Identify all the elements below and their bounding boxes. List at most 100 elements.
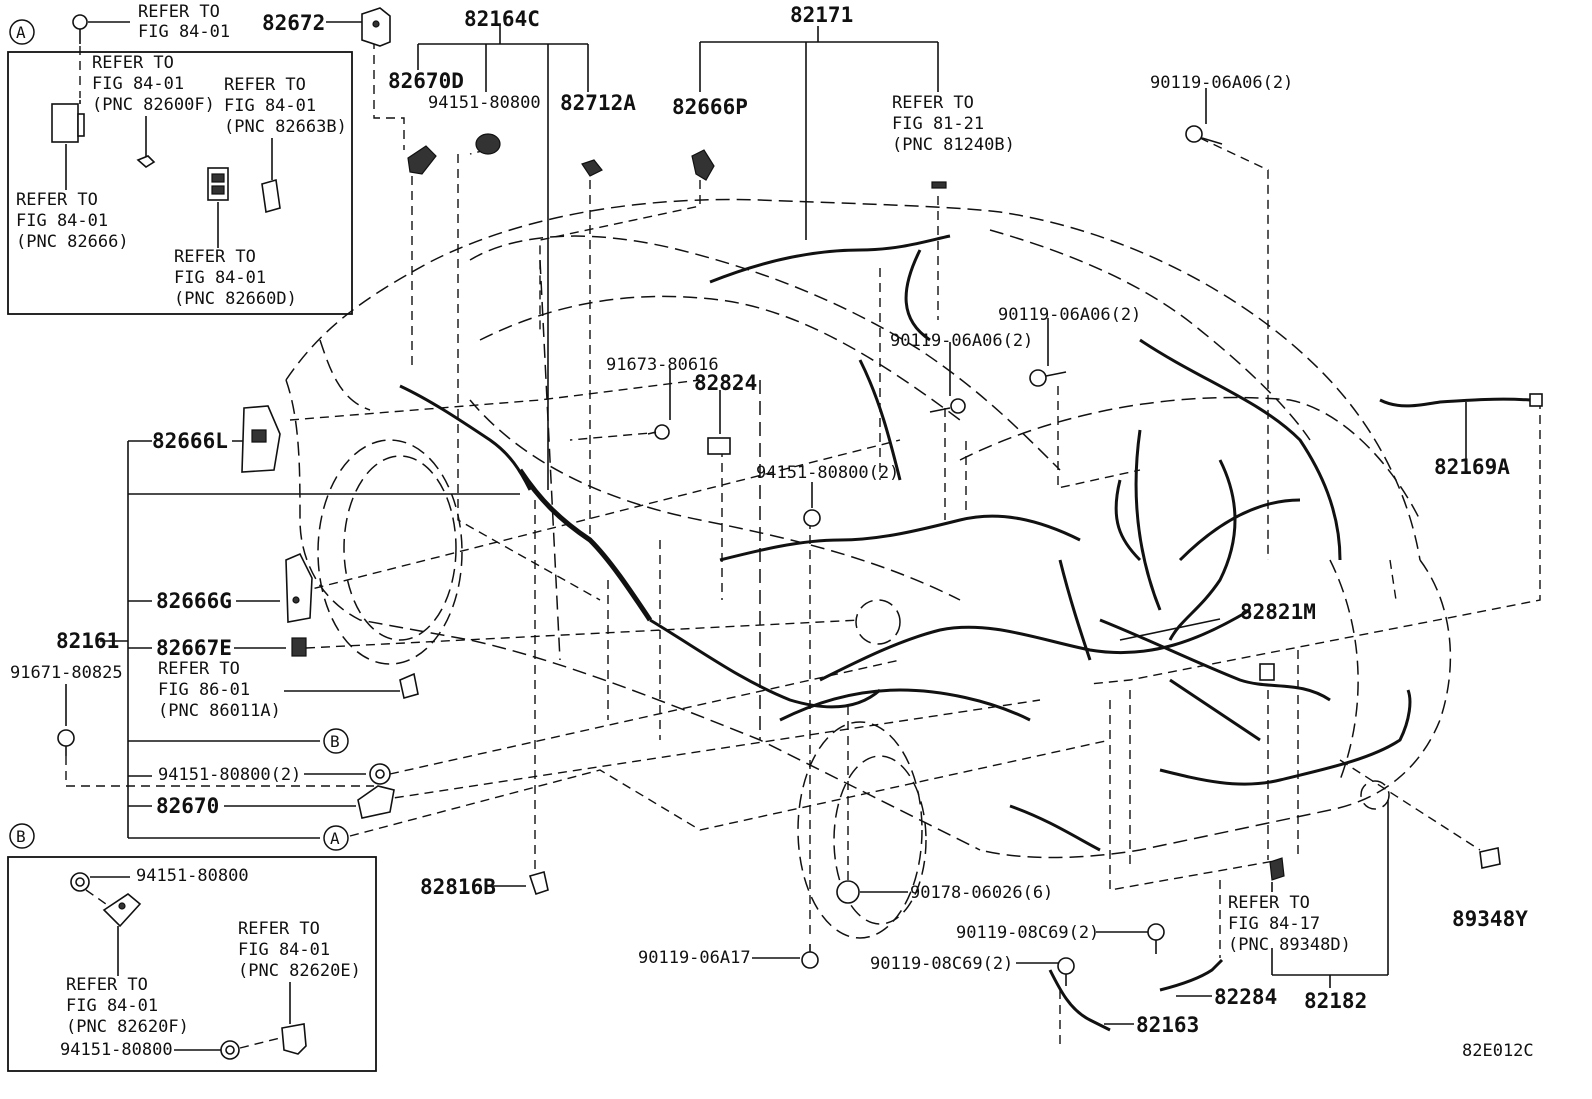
ref-82620f-line1: REFER TO: [66, 975, 148, 995]
ref-82666-line3: (PNC 82666): [16, 232, 129, 252]
callout-b-ref-letter: B: [330, 732, 340, 751]
ref-89348d-line1: REFER TO: [1228, 893, 1310, 913]
ref-82620e-line2: FIG 84-01: [238, 940, 330, 960]
connector-icon: [281, 1023, 307, 1055]
ref-82663b-line3: (PNC 82663B): [224, 117, 347, 137]
label-82163: 82163: [1136, 1013, 1199, 1037]
clip-icon: [136, 155, 156, 168]
label-90119-08c69-a: 90119-08C69(2): [956, 923, 1099, 943]
ref-82663b-line1: REFER TO: [224, 75, 306, 95]
clip-icon: [931, 181, 947, 189]
label-82667e: 82667E: [156, 636, 232, 660]
inset-b-nut-top: 94151-80800: [136, 866, 249, 886]
ref-89348d-line3: (PNC 89348D): [1228, 935, 1351, 955]
callout-a-ref-letter: A: [330, 829, 340, 848]
label-94151-80800: 94151-80800: [428, 93, 541, 113]
label-82666l: 82666L: [152, 429, 228, 453]
connector-82666p-icon: [691, 149, 715, 181]
label-82816b: 82816B: [420, 875, 496, 899]
bolt-icon: [801, 944, 819, 969]
label-82666p: 82666P: [672, 95, 748, 119]
label-82821m: 82821M: [1240, 600, 1316, 624]
label-91671-80825: 91671-80825: [10, 663, 123, 683]
bracket-82672-icon: [361, 7, 391, 47]
main-parts: [57, 7, 1543, 986]
leader-lines: [65, 21, 1541, 1046]
diagram-code: 82E012C: [1462, 1041, 1534, 1061]
connector-82667e-icon: [291, 637, 307, 657]
label-94151-80800-2: 94151-80800(2): [756, 463, 899, 483]
bolt-icon: [1057, 957, 1075, 986]
inset-a: A REFER TO FIG 84-01 REFER TO FIG 84-01 …: [7, 2, 353, 315]
bracket-82666l-icon: [241, 405, 281, 473]
clip-86011a-icon: [399, 672, 419, 700]
ref-82620f-line2: FIG 84-01: [66, 996, 158, 1016]
bolt-icon: [1147, 923, 1165, 954]
connector-89348y-icon: [1479, 847, 1501, 869]
module-block-icon: [51, 103, 85, 143]
label-82670: 82670: [156, 794, 219, 818]
nut-icon: [803, 509, 821, 527]
bolt-icon: [929, 398, 966, 414]
callout-a-circle: [9, 19, 35, 45]
ref-82600f-line2: FIG 84-01: [92, 74, 184, 94]
ref-82620e-line3: (PNC 82620E): [238, 961, 361, 981]
label-94151-80800-2b: 94151-80800(2): [158, 765, 301, 785]
bracket-82670-icon: [357, 785, 395, 819]
grommet-icon: [475, 133, 501, 155]
harness-runs: [399, 234, 1531, 1032]
connector-82824-icon: [707, 437, 731, 455]
callout-b-circle: [9, 823, 35, 849]
callout-b-letter: B: [16, 827, 26, 846]
callout-a-letter: A: [16, 23, 26, 42]
nut-icon: [836, 880, 860, 904]
ref-82666-line2: FIG 84-01: [16, 211, 108, 231]
inset-a-frame: [7, 51, 353, 315]
ref-82660d-line2: FIG 84-01: [174, 268, 266, 288]
ref-82620f-line3: (PNC 82620F): [66, 1017, 189, 1037]
bolt-91671-icon: [57, 729, 75, 756]
clip-89348-icon: [1269, 857, 1285, 881]
label-90119-06a17: 90119-06A17: [638, 948, 751, 968]
connector-82821m-icon: [1259, 663, 1275, 681]
label-82284: 82284: [1214, 985, 1277, 1009]
ref-86011a-line3: (PNC 86011A): [158, 701, 281, 721]
ref-89348d-line2: FIG 84-17: [1228, 914, 1320, 934]
clip-82816b-icon: [528, 870, 549, 896]
bolt-icon: [647, 424, 670, 440]
part-labels: 82672 82164C 82171 82670D 94151-80800 82…: [10, 3, 1534, 1061]
clip-82712a-icon: [581, 159, 603, 177]
ref-86011a-line2: FIG 86-01: [158, 680, 250, 700]
label-82171: 82171: [790, 3, 853, 27]
bracket-82666g-icon: [285, 552, 313, 623]
ref-81240b-line3: (PNC 81240B): [892, 135, 1015, 155]
bolt-icon: [1029, 369, 1067, 387]
ref-86011a-line1: REFER TO: [158, 659, 240, 679]
label-82712a: 82712A: [560, 91, 636, 115]
ref-82666-line1: REFER TO: [16, 190, 98, 210]
ref-82600f-line1: REFER TO: [92, 53, 174, 73]
label-82672: 82672: [262, 11, 325, 35]
label-82182: 82182: [1304, 989, 1367, 1013]
nut-icon: [220, 1040, 240, 1060]
callout-b-ref-circle: [323, 728, 349, 754]
inset-a-top-ref-line1: REFER TO: [138, 2, 220, 22]
ref-82660d-line1: REFER TO: [174, 247, 256, 267]
bracket-icon: [102, 893, 142, 928]
label-91673-80616: 91673-80616: [606, 355, 719, 375]
inset-a-top-ref-line2: FIG 84-01: [138, 22, 230, 42]
ref-82663b-line2: FIG 84-01: [224, 96, 316, 116]
inset-b-frame: [7, 856, 377, 1072]
label-82670d: 82670D: [388, 69, 464, 93]
label-90119-06a06-low: 90119-06A06(2): [890, 331, 1033, 351]
bolt-icon: [1185, 125, 1223, 145]
label-90178-06026: 90178-06026(6): [910, 883, 1053, 903]
ref-82620e-line1: REFER TO: [238, 919, 320, 939]
label-82666g: 82666G: [156, 589, 232, 613]
nut-icon: [70, 872, 90, 892]
nut-icon: [369, 763, 391, 785]
ref-81240b-line1: REFER TO: [892, 93, 974, 113]
label-82164c: 82164C: [464, 7, 540, 31]
label-82161: 82161: [56, 629, 119, 653]
